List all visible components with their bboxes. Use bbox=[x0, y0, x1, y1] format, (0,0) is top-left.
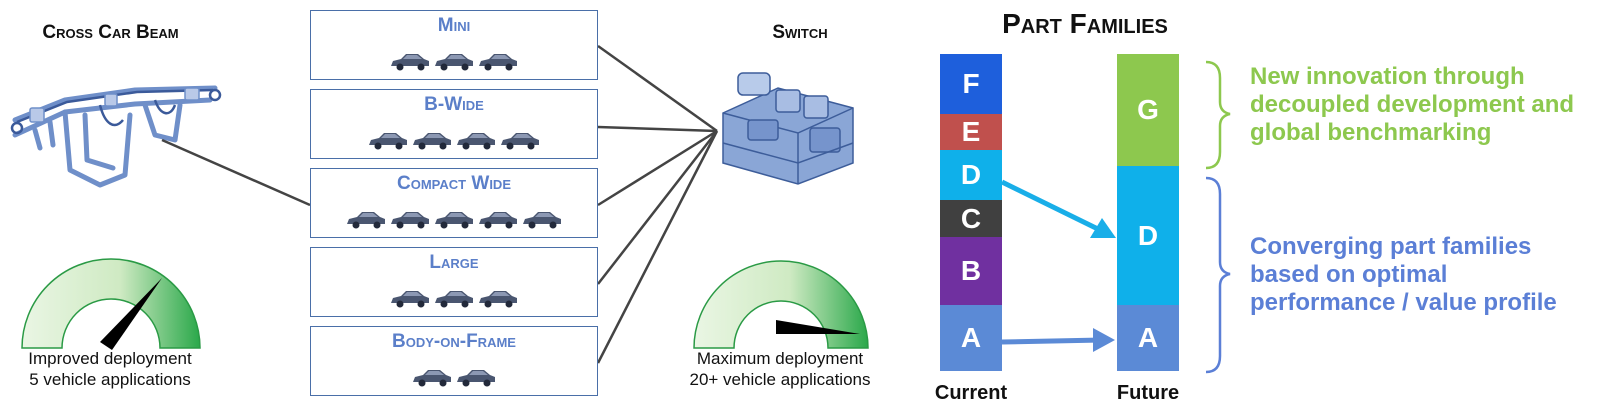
note-converging: Converging part families based on optima… bbox=[1250, 233, 1557, 316]
current-family-e: E bbox=[940, 114, 1002, 150]
arrow-d-to-d bbox=[1000, 179, 1106, 235]
car-icon bbox=[411, 128, 453, 152]
vehicle-class-label: Large bbox=[429, 252, 479, 273]
future-label: Future bbox=[1116, 382, 1180, 404]
car-icon bbox=[499, 128, 541, 152]
car-icon bbox=[455, 365, 497, 389]
future-family-a: A bbox=[1117, 305, 1179, 371]
note-innovation: New innovation through decoupled develop… bbox=[1250, 63, 1575, 146]
car-icon bbox=[477, 286, 519, 310]
current-family-a: A bbox=[940, 305, 1002, 371]
current-family-f: F bbox=[940, 54, 1002, 114]
switch-title: Switch bbox=[772, 22, 828, 43]
vehicle-class-b-wide: B-Wide bbox=[310, 89, 598, 159]
car-icon bbox=[477, 207, 519, 231]
switch-illustration bbox=[722, 72, 854, 185]
vehicle-class-large: Large bbox=[310, 247, 598, 317]
car-icon bbox=[433, 49, 475, 73]
current-family-d: D bbox=[940, 150, 1002, 200]
vehicle-class-label: Compact Wide bbox=[397, 173, 511, 194]
car-icon bbox=[389, 49, 431, 73]
car-icons bbox=[311, 49, 597, 73]
deployment-gauge-left bbox=[21, 258, 201, 350]
brace-converging bbox=[1205, 176, 1231, 374]
brace-innovation bbox=[1205, 60, 1231, 170]
gauge-caption-right-line1: Maximum deployment bbox=[696, 349, 864, 368]
deployment-gauge-right bbox=[693, 260, 869, 349]
gauge-caption-left-line1: Improved deployment bbox=[28, 349, 192, 368]
gauge-caption-right-line2: 20+ vehicle applications bbox=[689, 370, 871, 389]
car-icon bbox=[367, 128, 409, 152]
future-family-g: G bbox=[1117, 54, 1179, 166]
current-label: Current bbox=[934, 382, 1008, 404]
car-icons bbox=[311, 365, 597, 389]
car-icons bbox=[311, 128, 597, 152]
vehicle-class-label: B-Wide bbox=[424, 94, 484, 115]
car-icon bbox=[411, 365, 453, 389]
vehicle-class-label: Body-on-Frame bbox=[392, 331, 516, 352]
gauge-needle-left bbox=[100, 278, 162, 350]
vehicle-class-label: Mini bbox=[437, 15, 471, 36]
car-icon bbox=[345, 207, 387, 231]
vehicle-class-body-on-frame: Body-on-Frame bbox=[310, 326, 598, 396]
vehicle-class-mini: Mini bbox=[310, 10, 598, 80]
current-family-c: C bbox=[940, 200, 1002, 237]
gauge-caption-left-line2: 5 vehicle applications bbox=[29, 370, 191, 389]
current-family-b: B bbox=[940, 237, 1002, 305]
car-icon bbox=[433, 207, 475, 231]
car-icons bbox=[311, 286, 597, 310]
gauge-caption-left: Improved deployment 5 vehicle applicatio… bbox=[10, 348, 210, 390]
gauge-caption-right: Maximum deployment 20+ vehicle applicati… bbox=[680, 348, 880, 390]
car-icon bbox=[433, 286, 475, 310]
future-family-d: D bbox=[1117, 166, 1179, 305]
car-icons bbox=[311, 207, 597, 231]
cross-car-beam-title: Cross Car Beam bbox=[42, 22, 179, 43]
arrow-a-to-a bbox=[1001, 337, 1103, 345]
part-families-title: Part Families bbox=[1002, 8, 1168, 39]
car-icon bbox=[389, 286, 431, 310]
vehicle-class-compact-wide: Compact Wide bbox=[310, 168, 598, 238]
car-icon bbox=[521, 207, 563, 231]
car-icon bbox=[389, 207, 431, 231]
car-icon bbox=[477, 49, 519, 73]
cross-car-beam-illustration bbox=[10, 85, 222, 188]
gauge-needle-right bbox=[776, 320, 860, 334]
car-icon bbox=[455, 128, 497, 152]
